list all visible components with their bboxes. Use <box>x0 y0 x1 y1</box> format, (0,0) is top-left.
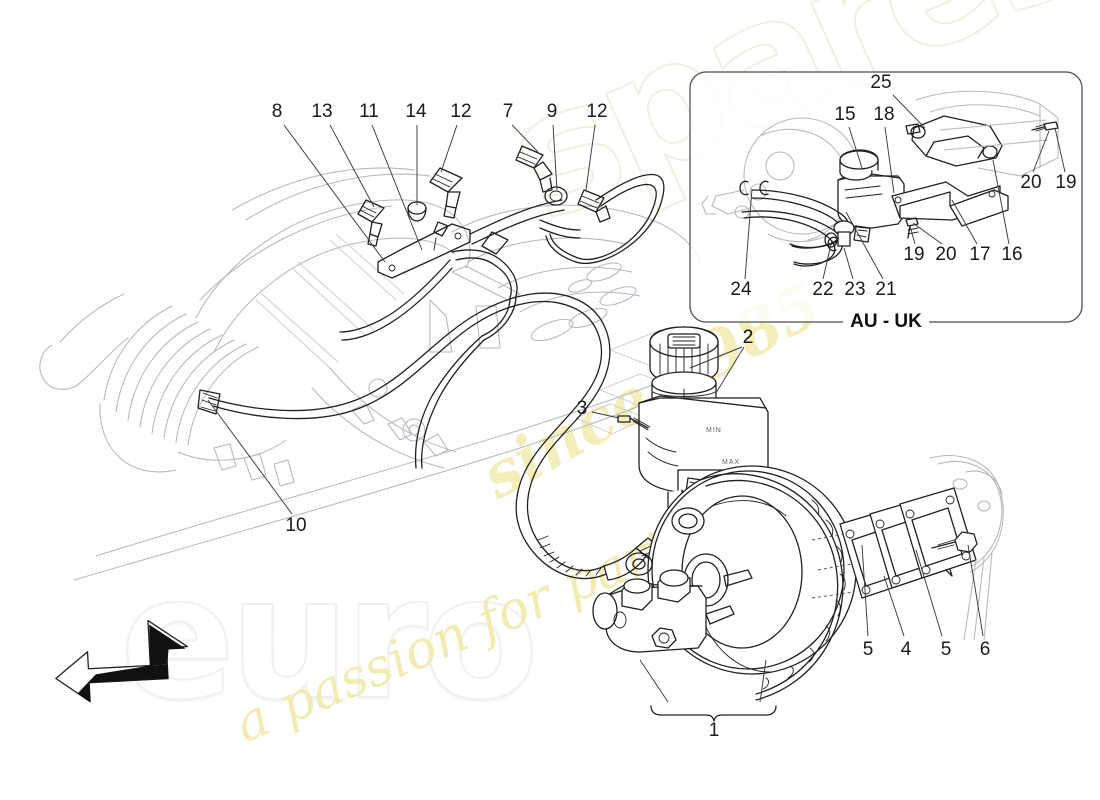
callout-leader-12 <box>440 124 458 173</box>
engine-bay-ghost <box>39 167 705 581</box>
vacuum-hose-line <box>197 292 661 581</box>
callout-2: 2 <box>742 327 754 348</box>
callout-leader-3 <box>591 411 620 419</box>
callout-7: 7 <box>502 101 514 122</box>
callout-12: 12 <box>586 101 608 122</box>
callout-14: 14 <box>405 101 427 122</box>
callout-leader-4 <box>883 575 905 637</box>
callout-2: 2 <box>742 327 754 348</box>
inset-callout-leader-25 <box>892 94 926 129</box>
callout-leader-5 <box>915 549 943 637</box>
callout-12: 12 <box>450 101 472 122</box>
inset-callout-leader-18 <box>884 126 895 194</box>
svg-text:MIN: MIN <box>706 427 722 434</box>
inset-callout-leader-15 <box>848 126 863 169</box>
inset-callout-leader-19 <box>1054 127 1066 173</box>
callout-5: 5 <box>862 639 874 660</box>
callout-3: 3 <box>576 398 588 419</box>
callout-leader-2 <box>715 346 745 394</box>
upper-hose-loop <box>545 173 665 264</box>
callout-leader-6 <box>967 544 984 637</box>
direction-arrow <box>55 619 189 703</box>
inset-callout-19: 19 <box>903 244 925 265</box>
inset-callout-leader-23 <box>843 247 854 280</box>
callout-1: 1 <box>708 720 720 741</box>
inset-callout-15: 15 <box>834 104 856 125</box>
inset-callout-leader-22 <box>822 239 833 280</box>
inset-callout-18: 18 <box>873 104 895 125</box>
inset-callout-leader-24 <box>744 188 753 280</box>
inset-callout-23: 23 <box>844 279 866 300</box>
callout-leader-2 <box>689 346 743 369</box>
callout-6: 6 <box>979 639 991 660</box>
inset-callout-leader-16 <box>992 159 1010 245</box>
inset-callout-leader-20 <box>1032 130 1050 173</box>
inset-callout-20: 20 <box>935 244 957 265</box>
inset-callout-21: 21 <box>875 279 897 300</box>
inset-callout-16: 16 <box>1001 244 1023 265</box>
callout-leader-12 <box>585 124 596 191</box>
inset-callout-17: 17 <box>969 244 991 265</box>
inset-callout-leader-19 <box>909 225 916 245</box>
callout-11: 11 <box>359 101 379 122</box>
svg-text:MAX: MAX <box>722 459 740 466</box>
callout-10: 10 <box>285 515 307 536</box>
callout-leader-13 <box>329 124 375 208</box>
callout-5: 5 <box>940 639 952 660</box>
inset-callout-19: 19 <box>1055 172 1077 193</box>
engine-top-components <box>339 145 611 469</box>
inset-box-au-uk <box>689 71 1083 323</box>
inset-callout-24: 24 <box>730 279 752 300</box>
inset-callout-leader-20 <box>912 222 943 245</box>
callout-leader-lines <box>207 94 1066 637</box>
callout-leader-5 <box>861 544 869 637</box>
inset-callout-leader-17 <box>951 199 978 245</box>
callout-4: 4 <box>900 639 912 660</box>
inset-callout-20: 20 <box>1020 172 1042 193</box>
brake-servo-booster <box>592 465 863 701</box>
inset-callout-leader-21 <box>845 211 884 280</box>
callout-leader-9 <box>552 124 558 191</box>
callout-leader-8 <box>283 124 386 263</box>
callout-13: 13 <box>311 101 333 122</box>
callout-leader-10 <box>207 399 293 515</box>
inset-market-label: AU - UK <box>843 311 929 333</box>
callout-8: 8 <box>271 101 283 122</box>
callout-9: 9 <box>546 101 558 122</box>
assembly-bracket-1 <box>639 659 777 722</box>
inset-callout-22: 22 <box>812 279 834 300</box>
callout-leader-11 <box>371 124 423 251</box>
inset-callout-25: 25 <box>870 72 892 93</box>
callout-leader-7 <box>511 124 539 153</box>
